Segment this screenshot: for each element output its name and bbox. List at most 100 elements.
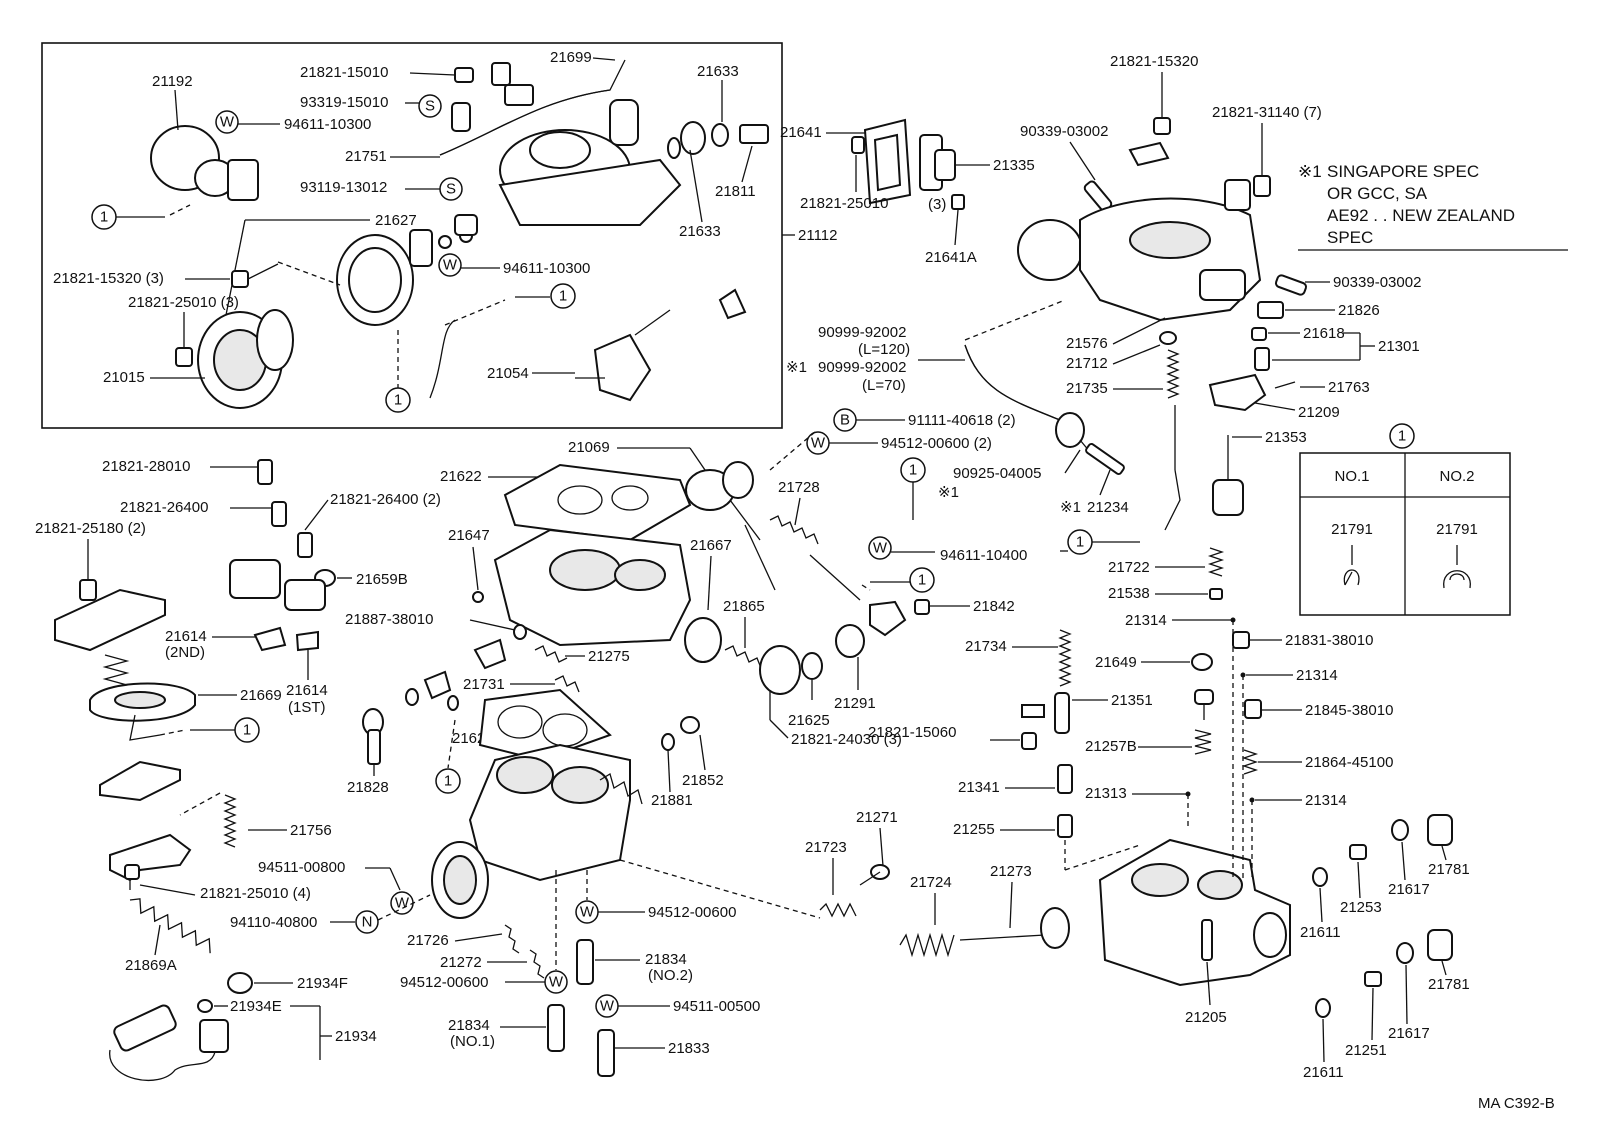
label-90999-92002-a-len: (L=120) [858,341,910,358]
label-21731: 21731 [463,676,505,693]
label-21291: 21291 [834,695,876,712]
label-21255: 21255 [953,821,995,838]
label-94512-00600-d: 94512-00600 [400,974,488,991]
mark-w-94511-00800: W [395,895,410,912]
label-21833: 21833 [668,1040,710,1057]
mark-w-94511-00500: W [600,998,615,1015]
mark-b-91111: B [840,412,850,429]
mark-w-94512-2: W [811,435,826,452]
label-21842: 21842 [973,598,1015,615]
mark-1-f: 1 [243,722,251,739]
inset-col2-header: NO.2 [1439,468,1474,485]
label-21054: 21054 [487,365,529,382]
label-21633-b: 21633 [679,223,721,240]
label-21834-no2: 21834 [645,951,687,968]
label-21253: 21253 [1340,899,1382,916]
label-21335: 21335 [993,157,1035,174]
label-21828: 21828 [347,779,389,796]
label-94511-00800: 94511-00800 [258,859,345,876]
label-21781-a: 21781 [1428,861,1470,878]
inset-col1-header: NO.1 [1334,468,1369,485]
label-21611-a: 21611 [1300,924,1341,941]
mark-1-a: 1 [100,209,108,226]
label-21301: 21301 [1378,338,1420,355]
mark-s-93319: S [425,98,435,115]
part-main-carburetor-drawing [1017,179,1262,322]
mark-w-94512-00600-c: W [580,904,595,921]
label-21669: 21669 [240,687,282,704]
label-21649: 21649 [1095,654,1137,671]
part-21641-drawing [863,118,912,205]
part-accel-pump-drawing [759,645,801,720]
part-21614-assembly [229,559,326,652]
part-carb-base-drawing [431,743,643,919]
label-21659B: 21659B [356,571,408,588]
label-21724: 21724 [910,874,952,891]
label-21272: 21272 [440,954,482,971]
label-21341: 21341 [958,779,1000,796]
part-21828-drawing [362,708,384,765]
label-21821-26400-2: 21821-26400 (2) [330,491,441,508]
part-21015-drawing [197,309,294,409]
part-21257B-drawing [1194,689,1214,755]
star-mark-circle-1: ※1 [938,484,959,501]
label-21275: 21275 [588,648,630,665]
label-21234: 21234 [1087,499,1129,516]
mark-1-c: 1 [394,392,402,409]
part-21735-spring [1164,349,1181,531]
label-21934: 21934 [335,1028,377,1045]
label-21821-24030-3: 21821-24030 (3) [791,731,902,748]
label-21726: 21726 [407,932,449,949]
part-21627-drawing [336,234,414,326]
label-21722: 21722 [1108,559,1150,576]
label-21069: 21069 [568,439,610,456]
label-21869A: 21869A [125,957,177,974]
label-21622: 21622 [440,468,482,485]
label-21821-26400: 21821-26400 [120,499,208,516]
label-90339-03002-a: 90339-03002 [1020,123,1108,140]
label-90339-03002-b: 90339-03002 [1333,274,1421,291]
label-94611-10300-a: 94611-10300 [284,116,371,133]
label-21614-2nd-sub: (2ND) [165,644,205,661]
label-21257B: 21257B [1085,738,1137,755]
label-94512-00600-2: 94512-00600 (2) [881,435,992,452]
label-21667: 21667 [690,537,732,554]
label-93119-13012: 93119-13012 [300,179,387,196]
label-21864-45100: 21864-45100 [1305,754,1393,771]
label-21617-a: 21617 [1388,881,1430,898]
label-21576: 21576 [1066,335,1108,352]
label-21617-b: 21617 [1388,1025,1430,1042]
label-21611-b: 21611 [1303,1064,1344,1081]
label-94611-10300-b: 94611-10300 [503,260,590,277]
mark-1-b: 1 [559,288,567,305]
part-float-chamber-drawing [1098,838,1291,987]
label-21751: 21751 [345,148,387,165]
label-21826: 21826 [1338,302,1380,319]
label-21112: 21112 [798,227,838,244]
label-21614-1st-sub: (1ST) [288,699,326,716]
label-21205: 21205 [1185,1009,1227,1026]
inset-table-21791: 1 NO.1 NO.2 21791 21791 [1299,423,1511,616]
star-mark-90999: ※1 [786,359,807,376]
label-21834-no2-sub: (NO.2) [648,967,693,984]
label-21627: 21627 [375,212,417,229]
label-21313: 21313 [1085,785,1127,802]
label-21538: 21538 [1108,585,1150,602]
label-21821-15010: 21821-15010 [300,64,388,81]
label-21811: 21811 [715,183,756,200]
label-21821-25010-4: 21821-25010 (4) [200,885,311,902]
part-21054-drawing [575,288,747,402]
inset-col1-part: 21791 [1331,521,1373,538]
mark-n-94110: N [362,914,373,931]
mark-w-94611-a: W [220,114,235,131]
part-21622-gasket [503,463,692,542]
part-small-screws-top [451,62,534,132]
label-94511-00500: 94511-00500 [673,998,760,1015]
label-21625: 21625 [788,712,830,729]
mark-1-e: 1 [1076,534,1084,551]
part-link-small [409,214,478,267]
label-21647: 21647 [448,527,490,544]
label-21353: 21353 [1265,429,1307,446]
label-21821-15060: 21821-15060 [868,724,956,741]
